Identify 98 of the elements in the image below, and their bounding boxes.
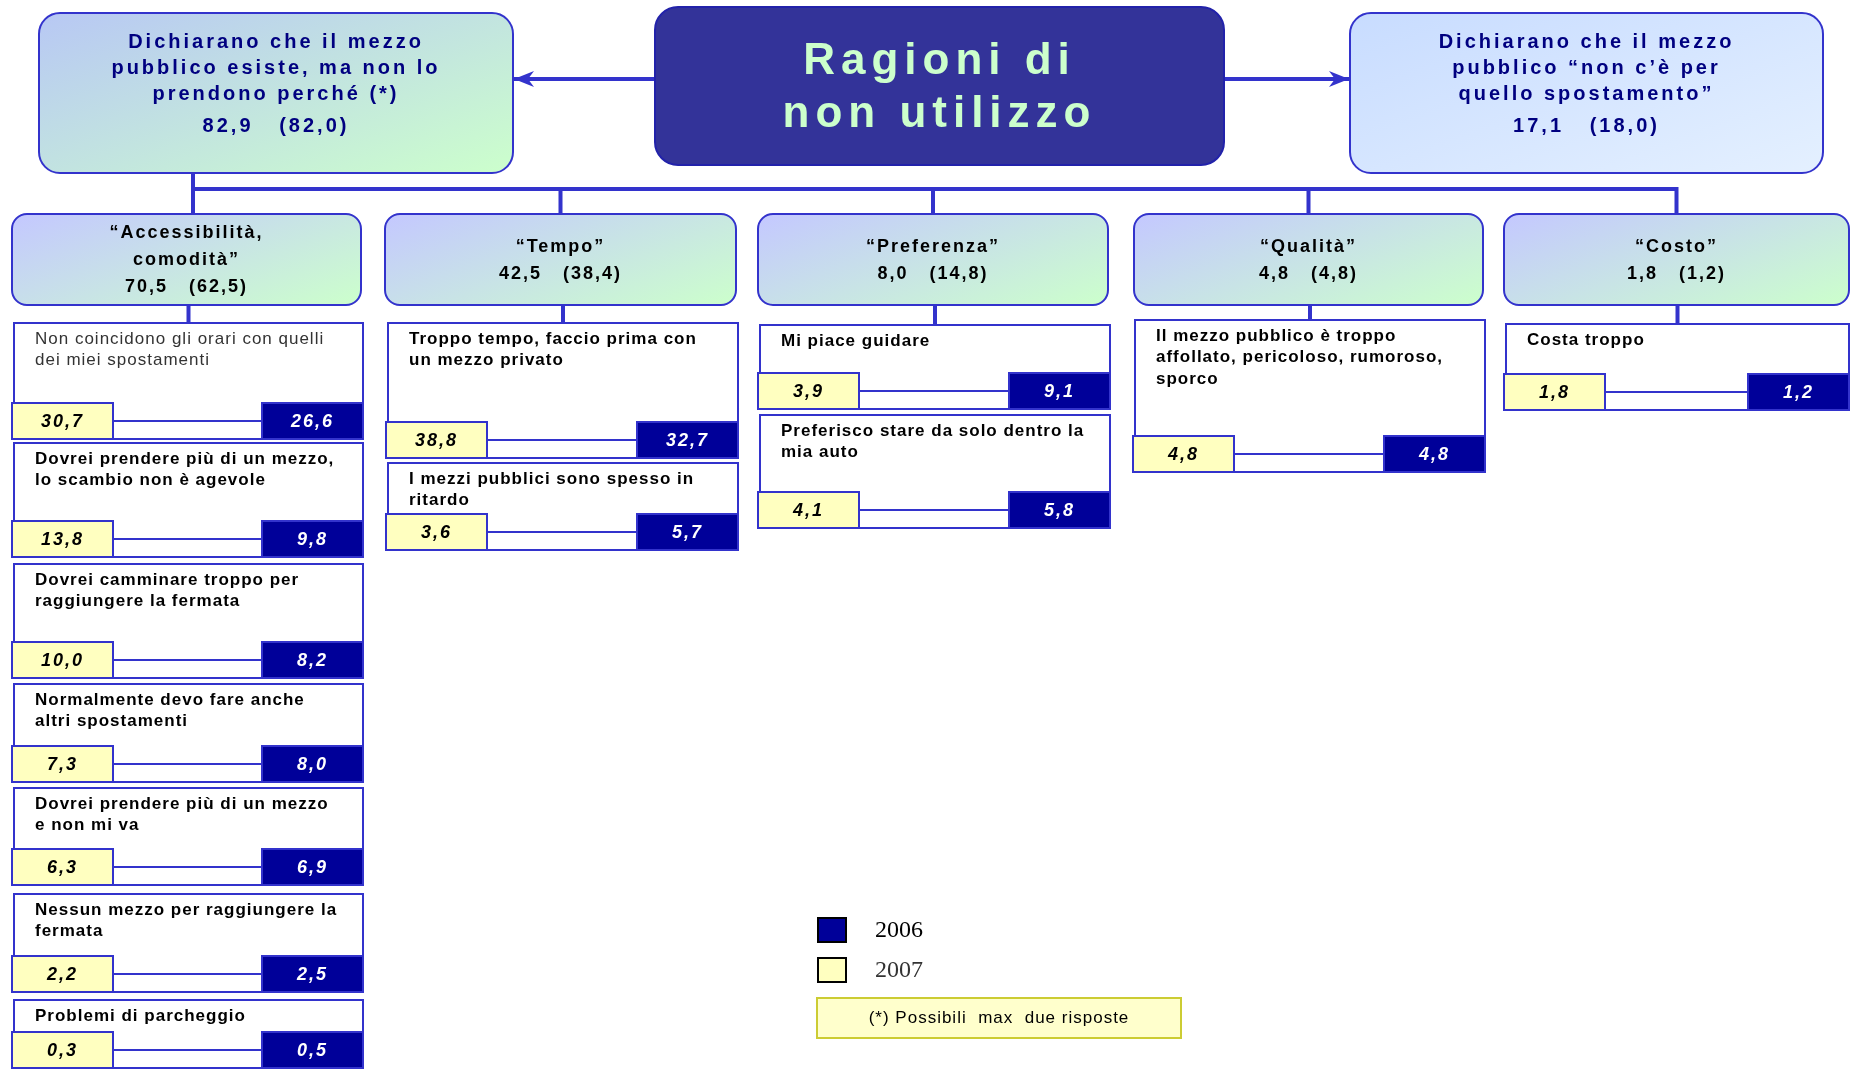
connector-line: [113, 866, 262, 868]
arrow: [514, 71, 654, 87]
summary-box: [38, 12, 514, 174]
value-box: 0,3: [11, 1031, 114, 1069]
reason-text: Problemi di parcheggio: [35, 1005, 247, 1027]
percentage-text: 4,8 (4,8): [1257, 261, 1359, 285]
connector-line: [113, 763, 262, 765]
value-box: 8,2: [261, 641, 364, 679]
connector-line: [1675, 306, 1680, 323]
title-box: [654, 6, 1225, 166]
connector-line: [487, 439, 637, 441]
category-box: [11, 213, 362, 306]
value-box: 4,8: [1383, 435, 1486, 473]
heading-text: “Preferenza”: [864, 234, 1002, 258]
connector-line: [186, 306, 191, 322]
heading-text: “Accessibilità, comodità”: [108, 221, 265, 271]
reason-text: Nessun mezzo per raggiungere la fermata: [35, 899, 339, 942]
reason-box: [13, 999, 364, 1069]
title-text: Ragioni di non utilizzo: [781, 33, 1098, 138]
value-box: 2,5: [261, 955, 364, 993]
connector-line: [113, 659, 262, 661]
legend-label: 2006: [875, 916, 923, 943]
value-box: 5,7: [636, 513, 739, 551]
value-box: 13,8: [11, 520, 114, 558]
reason-text: Mi piace guidare: [781, 330, 932, 352]
connector-line: [113, 420, 262, 422]
heading-text: Dichiarano che il mezzo pubblico “non c’è per quello spostamento”: [1437, 29, 1736, 106]
connector-line: [487, 531, 637, 533]
value-box: 1,8: [1503, 373, 1606, 411]
reason-box: [13, 442, 364, 558]
reason-text: Troppo tempo, faccio prima con un mezzo privato: [409, 328, 698, 371]
legend-label: 2007: [875, 956, 923, 983]
connector-line: [1605, 391, 1748, 393]
percentage-text: 8,0 (14,8): [876, 261, 990, 285]
value-box: 8,0: [261, 745, 364, 783]
value-box: 26,6: [261, 402, 364, 440]
value-box: 6,9: [261, 848, 364, 886]
value-box: 30,7: [11, 402, 114, 440]
reason-text: Preferisco stare da solo dentro la mia auto: [781, 420, 1086, 463]
reason-box: [13, 563, 364, 679]
value-box: 3,9: [757, 372, 860, 410]
reason-text: Dovrei camminare troppo per raggiungere la fermata: [35, 569, 301, 612]
value-box: 7,3: [11, 745, 114, 783]
category-box: [1133, 213, 1484, 306]
reason-text: Non coincidono gli orari con quelli dei miei spostamenti: [35, 328, 326, 371]
reason-box: [13, 787, 364, 886]
reason-text: Il mezzo pubblico è troppo affollato, pericoloso, rumoroso, sporco: [1156, 325, 1445, 389]
value-box: 5,8: [1008, 491, 1111, 529]
connector-line: [859, 390, 1009, 392]
reason-box: [759, 414, 1111, 529]
heading-text: Dichiarano che il mezzo pubblico esiste, ma non lo prendono perché (*): [110, 29, 442, 106]
value-box: 38,8: [385, 421, 488, 459]
reason-box: [13, 893, 364, 993]
category-box: [1503, 213, 1850, 306]
connector-line: [113, 973, 262, 975]
value-box: 4,1: [757, 491, 860, 529]
value-box: 10,0: [11, 641, 114, 679]
value-box: 9,8: [261, 520, 364, 558]
value-box: 1,2: [1747, 373, 1850, 411]
value-box: 4,8: [1132, 435, 1235, 473]
percentage-text: 42,5 (38,4): [497, 261, 624, 285]
connector-line: [113, 1049, 262, 1051]
percentage-text: 17,1 (18,0): [1512, 113, 1661, 138]
category-box: [757, 213, 1109, 306]
connector-line: [1308, 306, 1312, 319]
reason-box: [13, 322, 364, 440]
connector-line: [859, 509, 1009, 511]
percentage-text: 70,5 (62,5): [123, 275, 250, 298]
connector-line: [561, 306, 565, 322]
percentage-text: 82,9 (82,0): [201, 113, 351, 138]
value-box: 6,3: [11, 848, 114, 886]
arrow: [1225, 71, 1349, 87]
reason-box: [1134, 319, 1486, 473]
value-box: 3,6: [385, 513, 488, 551]
summary-box: [1349, 12, 1824, 174]
reason-text: Dovrei prendere più di un mezzo e non mi va: [35, 793, 330, 836]
connector-line: [113, 538, 262, 540]
value-box: 2,2: [11, 955, 114, 993]
reason-text: Costa troppo: [1527, 329, 1646, 351]
connector-line: [1234, 453, 1384, 455]
percentage-text: 1,8 (1,2): [1625, 261, 1727, 285]
connector-line: [933, 306, 937, 324]
category-box: [384, 213, 737, 306]
reason-text: Normalmente devo fare anche altri spostamenti: [35, 689, 306, 732]
value-box: 32,7: [636, 421, 739, 459]
value-box: 9,1: [1008, 372, 1111, 410]
heading-text: “Costo”: [1634, 234, 1719, 258]
reason-box: [13, 683, 364, 783]
reason-text: Dovrei prendere più di un mezzo, lo scambio non è agevole: [35, 448, 336, 491]
footnote: (*) Possibili max due risposte: [816, 997, 1182, 1039]
heading-text: “Tempo”: [514, 234, 607, 258]
reason-box: [387, 462, 739, 551]
reason-box: [1505, 323, 1850, 411]
heading-text: “Qualità”: [1259, 234, 1358, 258]
reason-text: I mezzi pubblici sono spesso in ritardo: [409, 468, 696, 511]
value-box: 0,5: [261, 1031, 364, 1069]
reason-box: [759, 324, 1111, 410]
reason-box: [387, 322, 739, 459]
